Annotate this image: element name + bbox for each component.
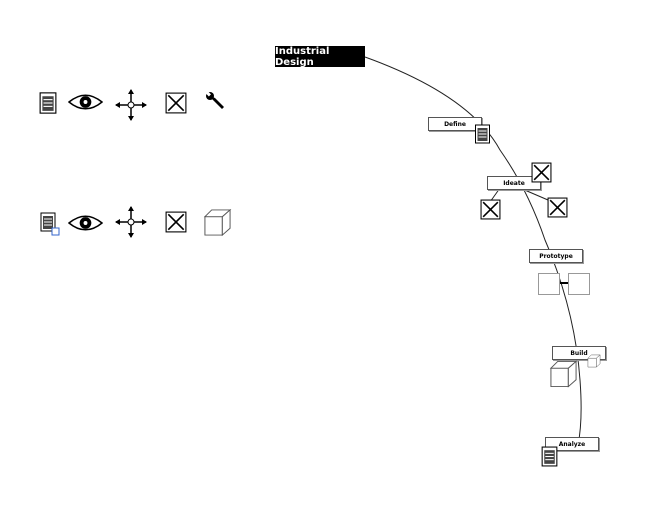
document-icon[interactable] xyxy=(541,446,558,467)
cube-icon[interactable] xyxy=(587,354,601,368)
close-box-icon[interactable] xyxy=(165,211,187,233)
move-icon[interactable] xyxy=(114,205,148,239)
cube-icon[interactable] xyxy=(549,359,578,389)
close-box-icon[interactable] xyxy=(531,162,552,183)
document-icon[interactable] xyxy=(39,91,57,115)
diagram-title[interactable]: Industrial Design xyxy=(275,46,365,68)
cube-icon[interactable] xyxy=(203,208,232,237)
document-linked-icon[interactable] xyxy=(40,212,60,237)
wrench-icon[interactable] xyxy=(205,91,227,113)
stage-node-prototype[interactable]: Prototype xyxy=(529,249,583,263)
close-box-icon[interactable] xyxy=(480,199,501,220)
eye-icon[interactable] xyxy=(68,211,103,235)
stage-node-analyze[interactable]: Analyze xyxy=(545,437,599,451)
document-icon[interactable] xyxy=(474,124,491,144)
close-box-icon[interactable] xyxy=(547,197,568,218)
prototype-box-left[interactable] xyxy=(538,273,560,295)
move-icon[interactable] xyxy=(114,88,148,122)
stage-node-define[interactable]: Define xyxy=(428,117,482,131)
stage-node-ideate[interactable]: Ideate xyxy=(487,176,541,190)
prototype-box-right[interactable] xyxy=(568,273,590,295)
eye-icon[interactable] xyxy=(68,90,103,114)
close-box-icon[interactable] xyxy=(165,92,187,114)
